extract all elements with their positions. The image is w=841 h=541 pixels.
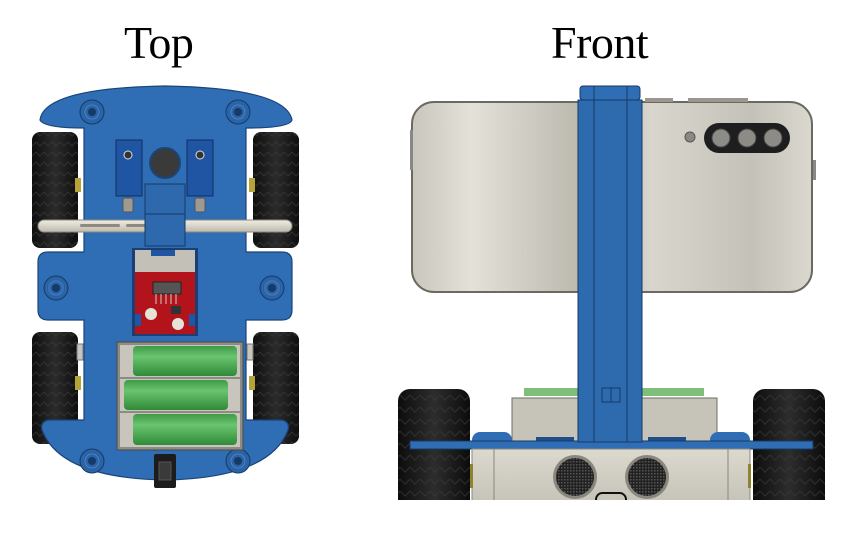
tire-rear-left — [32, 332, 78, 444]
ir-sensor-left — [115, 139, 143, 213]
tire-rear-right — [253, 332, 299, 444]
front-view-render — [390, 80, 840, 500]
motor-driver-l298n — [132, 248, 198, 336]
tire-front-left — [32, 132, 78, 248]
round-sensor — [149, 147, 181, 179]
flash-icon — [684, 131, 696, 143]
phone-holder — [577, 85, 643, 443]
top-view-render — [20, 80, 310, 500]
battery-holder — [116, 341, 244, 451]
ultrasonic-sensor — [553, 455, 669, 500]
tire-front-right — [253, 132, 299, 248]
power-switch — [154, 454, 176, 488]
view-label-front: Front — [551, 17, 649, 68]
ir-sensor-right — [186, 139, 214, 213]
view-label-top: Top — [124, 17, 194, 68]
